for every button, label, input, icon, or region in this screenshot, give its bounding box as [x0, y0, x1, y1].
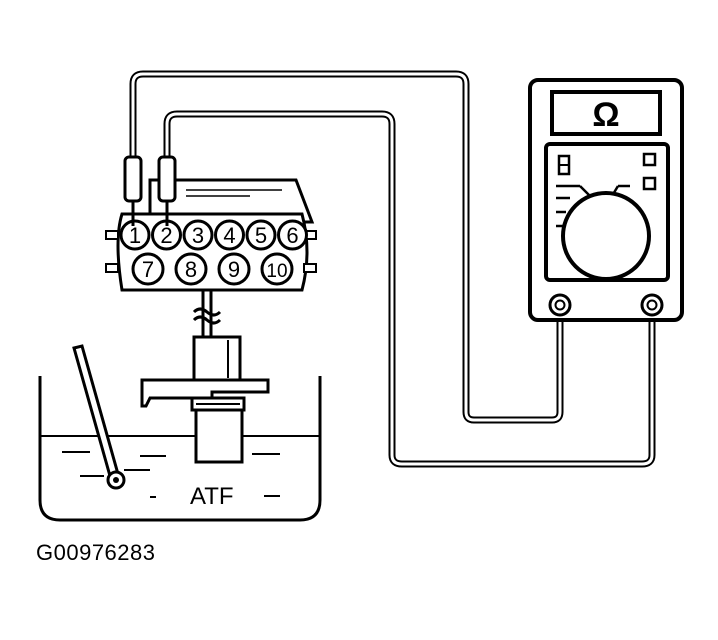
ohmmeter-display [550, 90, 662, 136]
connector-pin: 1 [119, 219, 151, 251]
connector-pins-bottom: 7 8 9 10 [131, 252, 294, 286]
connector-left-tab [105, 263, 119, 273]
ohmmeter-range-dial [561, 191, 651, 281]
fluid-label: ATF [190, 483, 234, 510]
connector-pin-number: 5 [255, 223, 267, 248]
connector-pin: 8 [174, 252, 208, 286]
connector-pin-number: 1 [129, 223, 141, 248]
connector-pin-number: 8 [185, 257, 197, 282]
connector-pin: 3 [182, 219, 214, 251]
cable-break-symbol [192, 315, 222, 325]
connector-pin-number: 2 [160, 223, 172, 248]
ohmmeter-jack-left [548, 293, 572, 317]
connector-top-shell [148, 178, 315, 224]
ohmmeter: Ω [528, 78, 684, 322]
figure-code: G00976283 [36, 540, 156, 565]
thermometer [72, 344, 126, 490]
connector-pin-number: 4 [223, 223, 235, 248]
ohmmeter-indicator [642, 176, 657, 191]
sensor-harness-cable [192, 290, 222, 340]
connector-pin-number: 3 [192, 223, 204, 248]
connector-pin: 10 [260, 252, 294, 286]
connector-left-tab [105, 230, 119, 240]
probe-pin1 [123, 155, 143, 226]
connector-pin-number: 6 [286, 223, 298, 248]
ohm-symbol: Ω [592, 96, 619, 134]
cable-break-symbol [192, 307, 222, 317]
connector-right-tab [303, 263, 317, 273]
connector-pin-number: 10 [266, 261, 287, 282]
connector-pin: 5 [245, 219, 277, 251]
connector-pin: 6 [277, 219, 308, 251]
test-lead-wire-pin2-inner [165, 112, 654, 466]
connector-pin: 9 [217, 252, 251, 286]
connector-pin: 7 [131, 252, 165, 286]
connector-pin: 4 [214, 219, 245, 251]
ohmmeter-indicator [642, 152, 657, 167]
fluid-container: ATF [38, 376, 322, 522]
probe-pin2 [157, 155, 177, 226]
connector-pin-number: 9 [228, 257, 240, 282]
test-lead-wire-pin1-inner [131, 72, 562, 422]
fluid-temperature-sensor [140, 335, 270, 464]
connector-pin: 2 [151, 219, 182, 251]
ohmmeter-jack-right [640, 293, 664, 317]
connector-pin-number: 7 [142, 257, 154, 282]
